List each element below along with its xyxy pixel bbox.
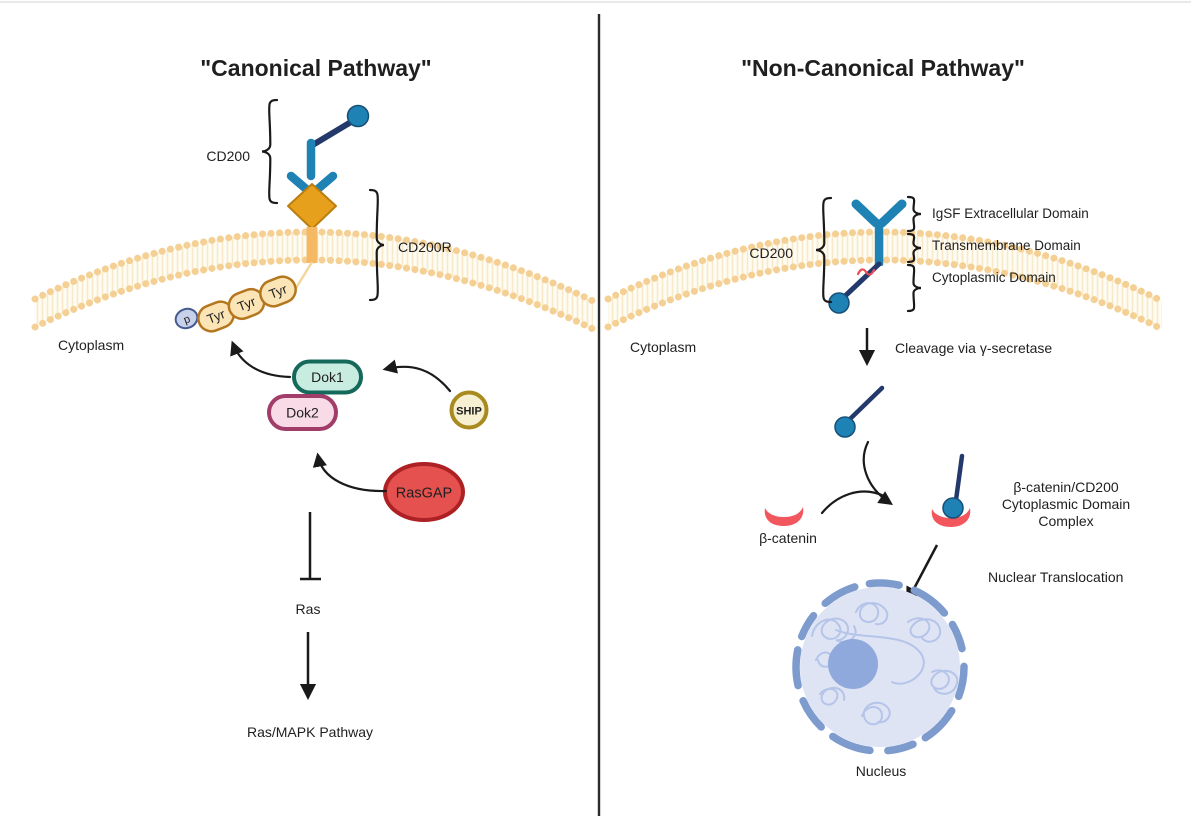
tyr-3-oval [259, 275, 297, 308]
membrane-band-left [35, 231, 593, 329]
tyr-3-label: Tyr [267, 281, 290, 302]
cytoplasmic-domain-brace [906, 263, 922, 313]
beta-catenin-to-complex-arrow [820, 490, 886, 515]
cd200-ligand-stalk [308, 116, 359, 149]
phospho-label: p [182, 313, 192, 326]
inhibition-bar [300, 512, 321, 581]
cd200-label-left: CD200 [206, 148, 250, 164]
dok2-molecule: Dok2 [267, 394, 338, 431]
tyr-2-group: Tyr [227, 287, 266, 321]
nucleus [792, 579, 968, 755]
dok1-label: Dok1 [311, 369, 344, 385]
cd200r-receptor [287, 183, 337, 289]
beta-catenin-label: β-catenin [759, 530, 817, 546]
canonical-pathway-title: "Canonical Pathway" [200, 55, 431, 81]
ship-to-dok1-arrow [382, 359, 452, 393]
rasgap-label: RasGAP [396, 486, 452, 502]
fragment-head [834, 416, 856, 438]
igsf-arm-left [851, 199, 881, 228]
cleavage-site-squiggle [856, 268, 876, 276]
membrane-beads-top-right [604, 228, 1166, 305]
ras-label: Ras [296, 601, 321, 617]
ship-molecule: SHIP [449, 390, 489, 430]
dok2-label: Dok2 [286, 405, 319, 421]
tyr-2-label: Tyr [235, 294, 258, 315]
cd200r-cytoplasmic-tail [294, 261, 314, 289]
ship-circle [449, 390, 489, 430]
beta-catenin-cd200-complex [931, 453, 971, 527]
phospho-circle [174, 307, 199, 330]
cd200-ligand [286, 104, 370, 199]
fragment-to-complex-arrow [862, 440, 893, 505]
cd200r-extracellular-diamond [287, 183, 337, 230]
tyr-3-group: Tyr [259, 275, 297, 308]
cytoplasmic-tail-head [828, 292, 850, 314]
beta-catenin-molecule: β-catenin [759, 507, 817, 546]
cd200r-transmembrane-bar [306, 227, 318, 263]
cd200-brace-right [815, 196, 833, 304]
igsf-domain-brace [906, 195, 922, 233]
fragment-stalk [847, 385, 885, 422]
complex-head [942, 497, 964, 519]
phospho-group: p [174, 307, 199, 330]
complex-label-line3: Complex [1038, 513, 1093, 529]
transmembrane-stem [874, 221, 884, 266]
complex-crescent [931, 508, 971, 527]
cd200-label-right: CD200 [749, 245, 793, 261]
complex-label-line2: Cytoplasmic Domain [1002, 496, 1130, 512]
cd200r-brace [368, 188, 385, 302]
cytoplasm-label-left: Cytoplasm [58, 337, 124, 353]
dok1-to-chain-arrow [230, 340, 292, 379]
igsf-arm-right [877, 199, 907, 228]
cleavage-label: Cleavage via γ-secretase [895, 340, 1052, 356]
transmembrane-domain-label: Transmembrane Domain [932, 238, 1081, 253]
tyr-1-label: Tyr [205, 306, 228, 327]
transmembrane-domain-brace [906, 232, 922, 264]
rasgap-molecule: RasGAP [383, 462, 465, 522]
cd200-receptor-right [828, 199, 907, 314]
rasgap-to-dok2-arrow [312, 452, 388, 493]
dok1-molecule: Dok1 [292, 359, 363, 395]
complex-stalk [953, 453, 965, 503]
cytoplasmic-domain-label: Cytoplasmic Domain [932, 270, 1056, 285]
ras-mapk-label: Ras/MAPK Pathway [247, 724, 373, 740]
chromatin-strands [811, 602, 959, 726]
membrane-band-right [608, 231, 1162, 329]
cd200-ligand-head [346, 104, 370, 128]
membrane-beads-bottom-right [604, 256, 1166, 333]
plasma-membrane-right [604, 228, 1166, 333]
tyrosine-chain: p Tyr Tyr Tyr [174, 275, 297, 333]
cytoplasm-label-right: Cytoplasm [630, 339, 696, 355]
nuclear-envelope-dashes [792, 579, 968, 755]
ship-label: SHIP [456, 406, 482, 418]
beta-catenin-crescent [764, 507, 804, 526]
complex-label-line1: β-catenin/CD200 [1013, 479, 1119, 495]
dok2-pill [267, 394, 338, 431]
nucleus-label: Nucleus [856, 763, 907, 779]
igsf-domain-label: IgSF Extracellular Domain [932, 206, 1089, 221]
cleaved-fragment [834, 385, 885, 438]
nuclear-translocation-label: Nuclear Translocation [988, 569, 1123, 585]
dok1-pill [292, 359, 363, 395]
cd200-brace [261, 98, 279, 205]
cd200r-label: CD200R [398, 239, 452, 255]
nucleolus [828, 639, 878, 689]
non-canonical-pathway-title: "Non-Canonical Pathway" [741, 55, 1025, 81]
